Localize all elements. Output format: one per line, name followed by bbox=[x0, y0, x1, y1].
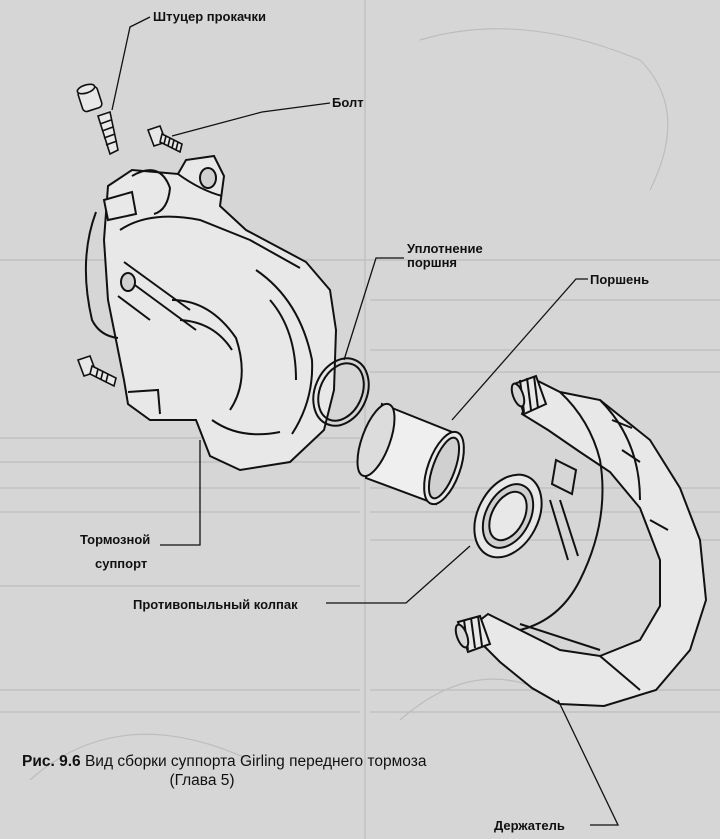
leader-caliper bbox=[160, 440, 201, 546]
piston-part bbox=[356, 402, 465, 506]
bolt-part-bottom bbox=[76, 354, 117, 388]
bleed-nipple-part bbox=[76, 83, 119, 156]
label-piston-seal-line1: Уплотнение bbox=[407, 241, 483, 256]
leader-holder bbox=[557, 699, 620, 826]
bolt-part-top bbox=[146, 124, 183, 154]
label-piston: Поршень bbox=[590, 272, 650, 287]
leader-piston-seal bbox=[343, 257, 404, 361]
leader-piston bbox=[451, 278, 588, 421]
caption-number: Рис. 9.6 bbox=[22, 753, 81, 770]
caption-text: Вид сборки суппорта Girling переднего то… bbox=[84, 753, 427, 770]
label-piston-seal-line2: поршня bbox=[407, 255, 458, 270]
figure-caption: Рис. 9.6 Вид сборки суппорта Girling пер… bbox=[22, 752, 522, 790]
leader-bolt bbox=[171, 102, 331, 137]
brake-caliper-part bbox=[84, 154, 338, 472]
holder-bracket-part bbox=[454, 374, 708, 708]
piston-seal-part bbox=[312, 357, 370, 427]
label-bolt: Болт bbox=[332, 95, 364, 110]
label-caliper-line2: суппорт bbox=[95, 556, 148, 571]
leader-lines bbox=[111, 16, 620, 826]
label-dust-cap: Противопыльный колпак bbox=[133, 597, 298, 612]
leader-bleed-nipple bbox=[111, 16, 151, 111]
label-bleed-nipple: Штуцер прокачки bbox=[153, 9, 266, 24]
label-holder: Держатель bbox=[494, 818, 565, 833]
caption-chapter: (Глава 5) bbox=[169, 772, 235, 789]
label-caliper-line1: Тормозной bbox=[80, 532, 151, 547]
dust-cap-part bbox=[473, 473, 543, 559]
leader-dust-cap bbox=[326, 545, 471, 604]
